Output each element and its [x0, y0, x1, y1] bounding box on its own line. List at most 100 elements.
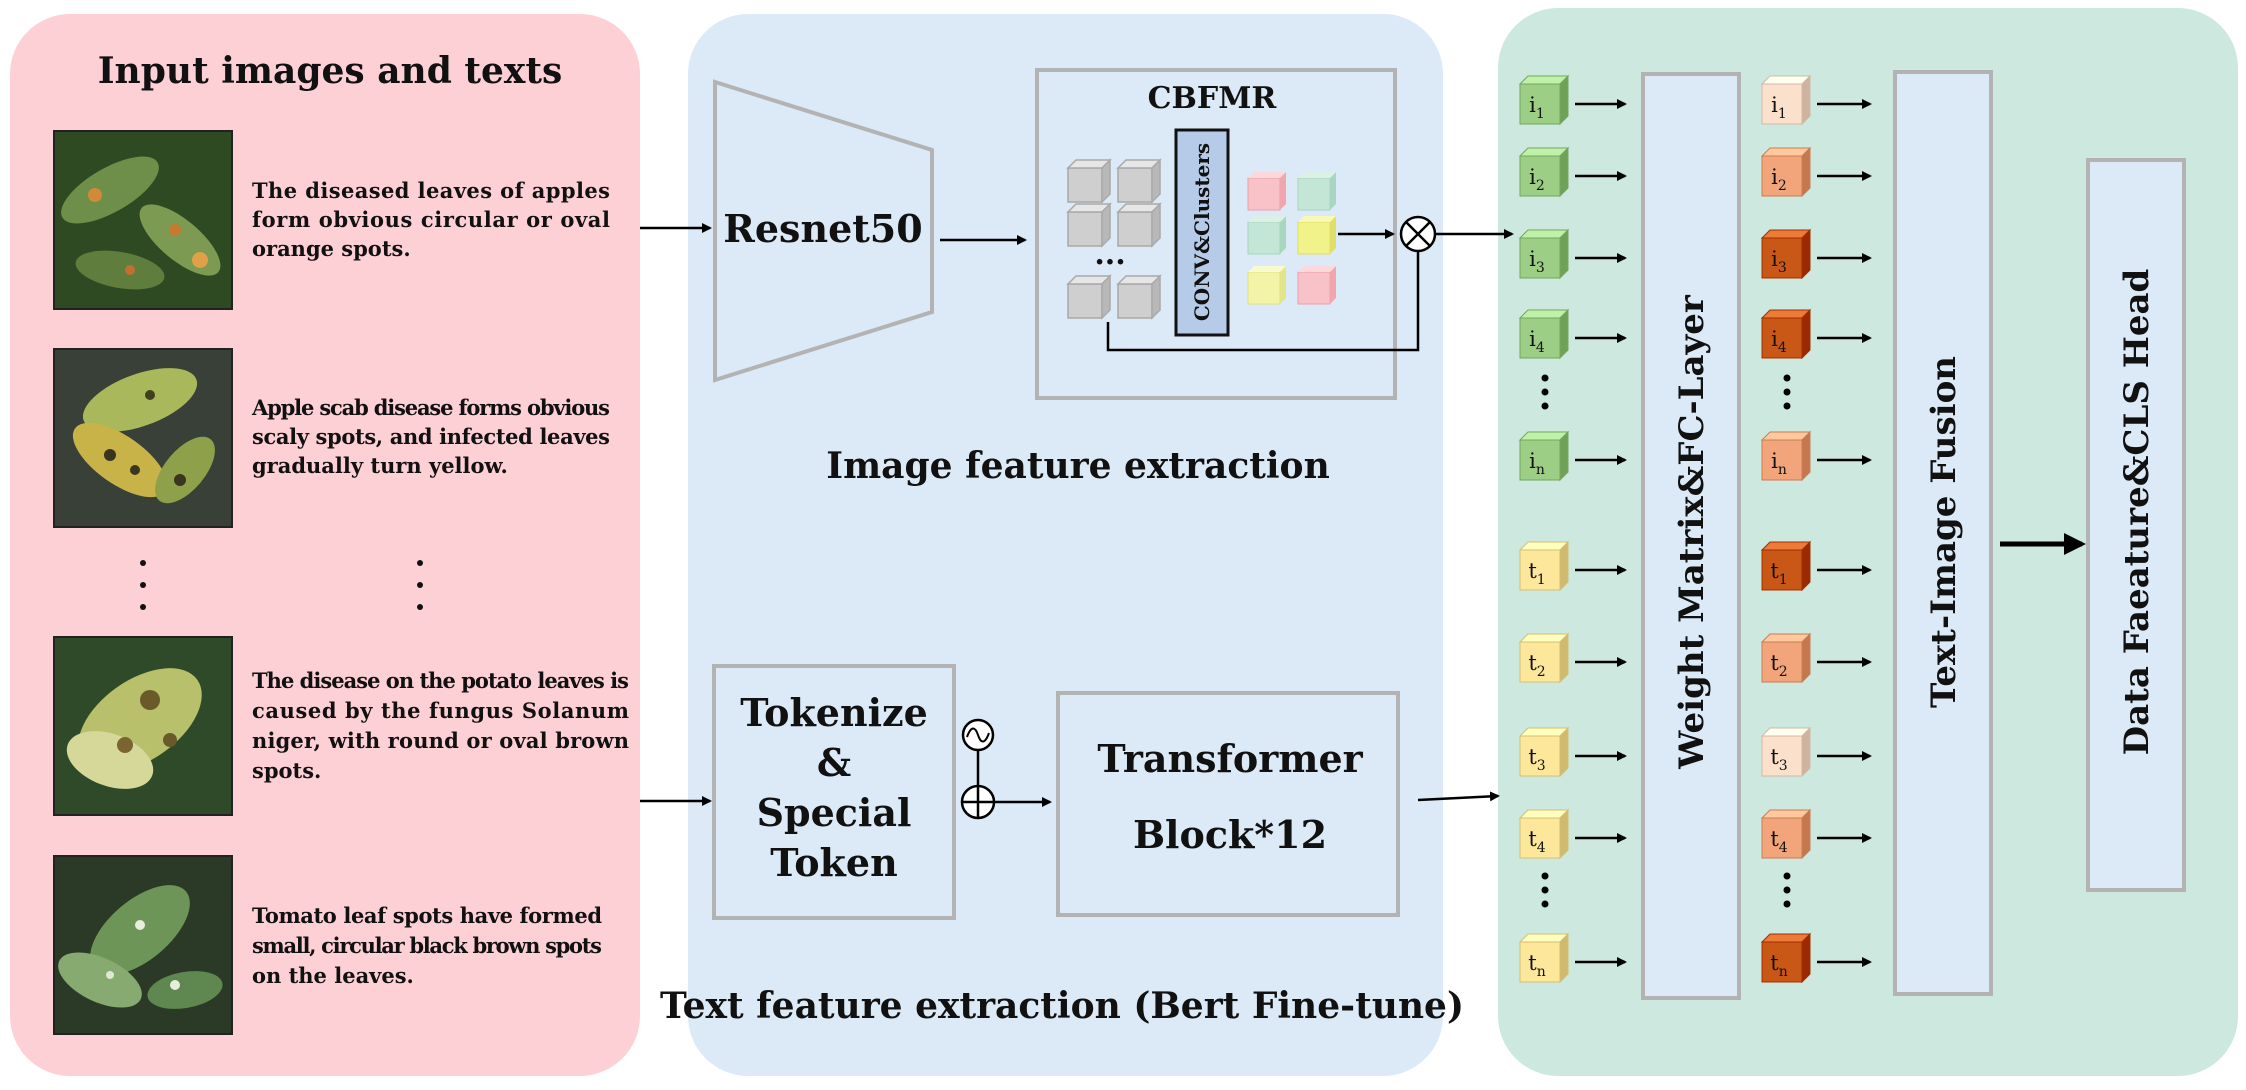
svg-text:gradually turn yellow.: gradually turn yellow. [252, 453, 508, 478]
token-label: i3 [1529, 247, 1545, 276]
leaf-image-tomato [53, 855, 233, 1035]
token-label: i3 [1771, 247, 1787, 276]
description-apple-rust: The diseased leaves of apples form obvio… [252, 178, 610, 261]
text-token-cube: t2 [1518, 632, 1570, 684]
fused-text-token-cube: t3 [1760, 726, 1812, 778]
token-label: i4 [1529, 327, 1545, 356]
image-token-ellipsis [1541, 374, 1549, 410]
svg-text:Block*12: Block*12 [1133, 812, 1327, 857]
tokenize-block [712, 664, 956, 920]
token-label: i2 [1771, 165, 1787, 194]
svg-text:Token: Token [770, 840, 897, 885]
svg-text:orange spots.: orange spots. [252, 236, 411, 261]
weight-matrix-fc-layer [1641, 72, 1741, 1000]
text-token-cube: t3 [1518, 726, 1570, 778]
image-token-cube: i1 [1518, 74, 1570, 126]
svg-text:caused by the fungus Solanum: caused by the fungus Solanum [252, 698, 629, 723]
tokenize-label: Tokenize & Special Token [740, 690, 928, 885]
token-layer: i1 i1 i2 i2 i3 i3 i4 i4 in in t1 t1 t2 t2 t3 t3 t4 t4 tn tn [1518, 74, 1872, 984]
svg-text:Transformer: Transformer [1097, 736, 1363, 781]
svg-text:The disease on the potato leav: The disease on the potato leaves is [252, 668, 629, 693]
image-token-cube: i2 [1518, 146, 1570, 198]
svg-text:form obvious circular or oval: form obvious circular or oval [252, 207, 610, 232]
fused-text-token-cube: t4 [1760, 808, 1812, 860]
description-tomato: Tomato leaf spots have formed small, cir… [252, 903, 602, 988]
token-label: t4 [1528, 827, 1545, 856]
token-label: t3 [1770, 745, 1787, 774]
cbfmr-label: CBFMR [1148, 81, 1278, 116]
fused-image-token-cube: i4 [1760, 308, 1812, 360]
svg-text:Apple scab disease forms obvio: Apple scab disease forms obvious [251, 395, 610, 420]
arrow-transformer-to-fusion [1417, 791, 1500, 802]
token-label: i4 [1771, 327, 1787, 356]
text-image-fusion-label: Text-Image Fusion [1924, 356, 1964, 708]
token-label: t4 [1770, 827, 1787, 856]
weight-matrix-label: Weight Matrix&FC-Layer [1672, 294, 1712, 770]
fused-image-token-ellipsis [1783, 374, 1791, 410]
token-label: in [1771, 449, 1787, 478]
token-label: t2 [1770, 651, 1787, 680]
text-token-cube: t4 [1518, 808, 1570, 860]
text-image-fusion-block [1893, 70, 1993, 996]
token-label: in [1529, 449, 1545, 478]
svg-text:spots.: spots. [252, 758, 321, 783]
svg-text:Tomato leaf spots have formed: Tomato leaf spots have formed [252, 903, 602, 928]
text-token-cube: tn [1518, 932, 1570, 984]
leaf-image-apple-rust [53, 130, 233, 310]
fused-image-token-cube: in [1760, 430, 1812, 482]
svg-text:scaly spots, and infected leav: scaly spots, and infected leaves [252, 424, 610, 449]
feature-cubes-colored [1247, 172, 1336, 305]
description-potato: The disease on the potato leaves is caus… [252, 668, 629, 783]
add-node-icon [960, 784, 996, 820]
svg-text:Tokenize: Tokenize [740, 690, 928, 735]
fused-image-token-cube: i2 [1760, 146, 1812, 198]
description-apple-scab: Apple scab disease forms obvious scaly s… [251, 395, 610, 478]
conv-clusters-label: CONV&Clusters [1190, 143, 1214, 321]
fused-text-token-ellipsis [1783, 872, 1791, 908]
leaf-image-potato [53, 636, 233, 816]
image-token-cube: i4 [1518, 308, 1570, 360]
token-label: i1 [1771, 93, 1787, 122]
cls-head-block [2086, 158, 2186, 892]
token-label: t2 [1528, 651, 1545, 680]
input-panel-title: Input images and texts [98, 50, 563, 92]
cls-head-label: Data Faeature&CLS Head [2117, 269, 2157, 756]
vertical-ellipsis [140, 560, 423, 610]
image-token-cube: i3 [1518, 228, 1570, 280]
svg-text:on the leaves.: on the leaves. [252, 963, 414, 988]
svg-text:Special: Special [757, 790, 912, 835]
svg-text:The diseased leaves of apples: The diseased leaves of apples [252, 178, 610, 203]
text-token-cube: t1 [1518, 540, 1570, 592]
svg-text:niger, with round or oval brow: niger, with round or oval brown [252, 728, 629, 753]
positional-encoding-icon [961, 718, 995, 786]
cube-ellipsis: ... [1094, 237, 1125, 272]
token-label: i1 [1529, 93, 1545, 122]
conv-clusters-bar [1174, 128, 1230, 337]
resnet50-label: Resnet50 [723, 206, 922, 251]
fused-image-token-cube: i3 [1760, 228, 1812, 280]
token-label: t1 [1770, 559, 1787, 588]
fused-text-token-cube: t2 [1760, 632, 1812, 684]
image-extraction-caption: Image feature extraction [826, 445, 1330, 487]
fused-text-token-cube: t1 [1760, 540, 1812, 592]
fused-text-token-cube: tn [1760, 932, 1812, 984]
transformer-block [1056, 691, 1400, 917]
token-label: t3 [1528, 745, 1545, 774]
feature-cubes-gray [1066, 158, 1162, 320]
leaf-image-apple-scab [53, 348, 233, 528]
text-token-ellipsis [1541, 872, 1549, 908]
transformer-label: Transformer Block*12 [1097, 736, 1363, 857]
token-label: t1 [1528, 559, 1545, 588]
token-label: i2 [1529, 165, 1545, 194]
token-label: tn [1770, 951, 1787, 980]
svg-text:&: & [817, 740, 851, 785]
token-label: tn [1528, 951, 1545, 980]
resnet50-block [713, 79, 934, 383]
multiply-node-icon [1399, 215, 1437, 253]
image-token-cube: in [1518, 430, 1570, 482]
text-extraction-caption: Text feature extraction (Bert Fine-tune) [660, 985, 1464, 1027]
residual-connection [1106, 251, 1420, 352]
svg-text:small, circular black brown sp: small, circular black brown spots [252, 933, 602, 958]
fused-image-token-cube: i1 [1760, 74, 1812, 126]
